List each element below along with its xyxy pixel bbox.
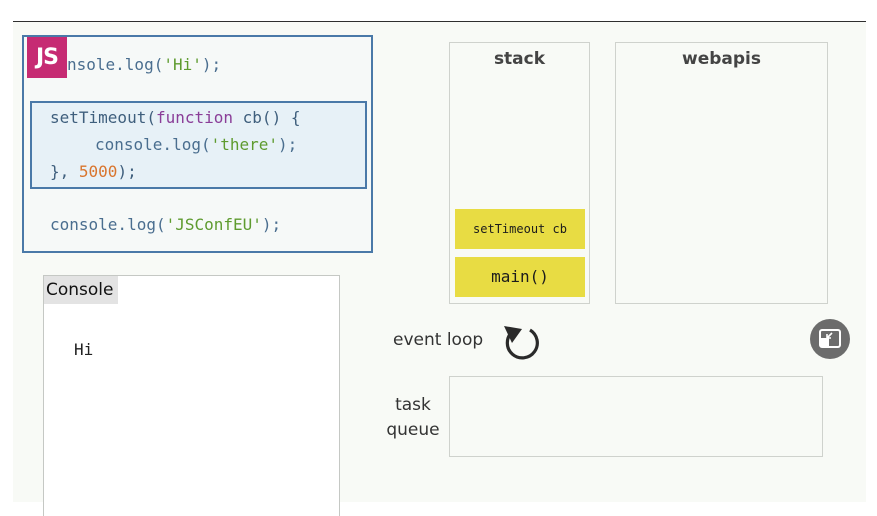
task-queue-label-line2: queue [386, 420, 440, 440]
code-line-2-keyword: function [155, 108, 234, 127]
code-line-4-end: ); [117, 162, 137, 181]
code-line-1-string: 'Hi' [163, 55, 202, 74]
code-line-4-number: 5000 [78, 162, 118, 181]
code-line-5-call: console.log( [50, 215, 166, 234]
code-line-3-string: 'there' [210, 135, 279, 154]
code-line-2: setTimeout(function cb() { [50, 108, 300, 127]
code-line-1-call: nsole.log( [67, 55, 164, 74]
task-queue-box [449, 376, 823, 457]
code-line-3-end: ); [278, 135, 298, 154]
code-line-2-call: setTimeout( [50, 108, 156, 127]
code-line-3-call: console.log( [95, 135, 211, 154]
webapis-label: webapis [682, 49, 761, 69]
js-badge: JS [27, 37, 67, 78]
code-line-4: }, 5000); [50, 162, 137, 181]
stack-label: stack [493, 49, 546, 69]
code-line-5: console.log('JSConfEU'); [50, 215, 281, 234]
task-queue-label: task queue [384, 393, 442, 443]
code-line-1: nsole.log('Hi'); [67, 55, 221, 74]
picture-in-picture-button[interactable] [810, 319, 850, 359]
picture-in-picture-icon [819, 329, 841, 348]
console-panel [43, 275, 340, 516]
webapis-panel [615, 42, 828, 304]
code-line-5-string: 'JSConfEU' [165, 215, 262, 234]
code-line-2-rest: cb() { [233, 108, 301, 127]
console-title: Console [44, 276, 118, 304]
stack-frame-settimeout-cb: setTimeout cb [455, 209, 585, 249]
stack-frame-main: main() [455, 257, 585, 297]
event-loop-label: event loop [393, 330, 484, 350]
code-line-1-end: ); [201, 55, 222, 74]
task-queue-label-line1: task [395, 395, 431, 415]
console-output-line: Hi [74, 340, 94, 359]
code-line-5-end: ); [261, 215, 282, 234]
top-divider [13, 21, 866, 22]
circular-arrow-icon [504, 326, 539, 360]
code-line-3: console.log('there'); [95, 135, 297, 154]
code-line-4-close: }, [50, 162, 79, 181]
highlighted-settimeout-block [30, 101, 367, 189]
